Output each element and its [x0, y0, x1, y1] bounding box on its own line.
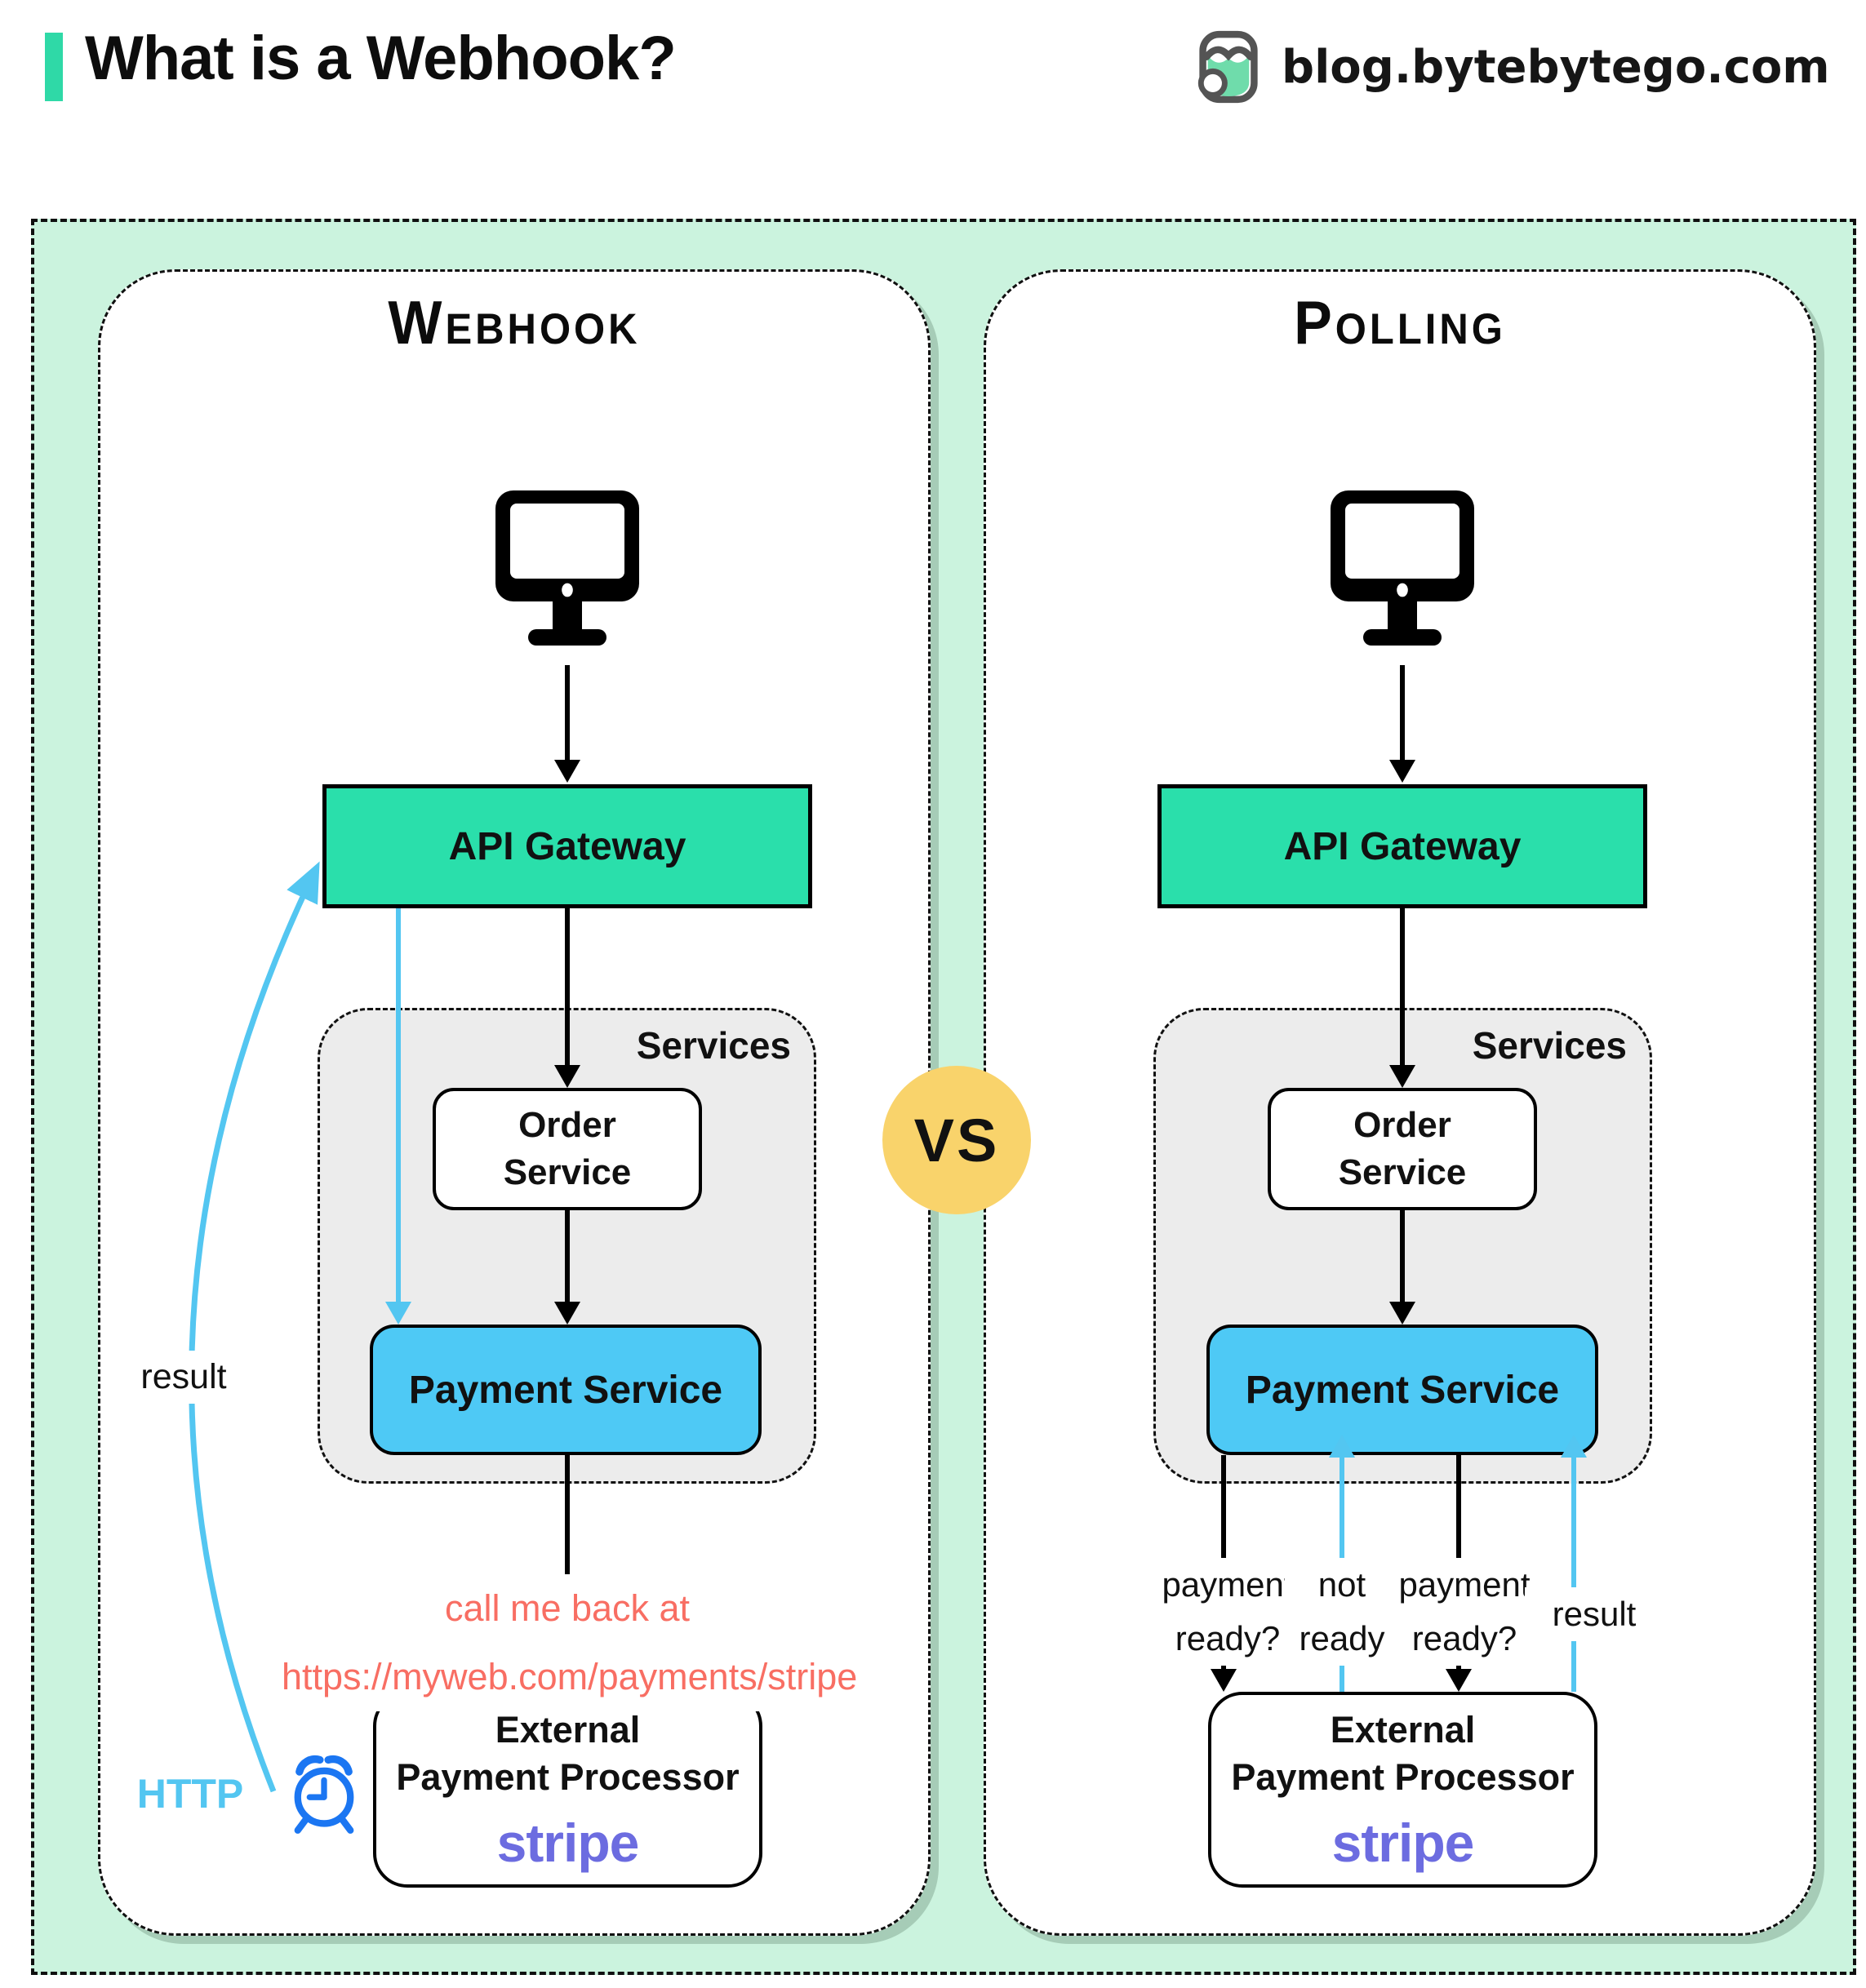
arrow-payment-to-external	[565, 1455, 570, 1671]
poll-query1-label: payment ready?	[1154, 1558, 1301, 1666]
order-service-node: Order Service	[433, 1088, 702, 1210]
poll-notready-label: not ready	[1285, 1558, 1399, 1666]
callback-line2: https://myweb.com/payments/stripe	[282, 1656, 858, 1697]
desktop-client-icon	[495, 490, 639, 646]
arrow-order-to-payment	[1400, 1210, 1405, 1303]
order-service-line1: Order	[1353, 1104, 1451, 1145]
services-group-label: Services	[636, 1024, 791, 1067]
external-processor-node: External Payment Processor stripe	[1208, 1692, 1597, 1888]
external-line2: Payment Processor	[396, 1755, 740, 1798]
order-service-line1: Order	[518, 1104, 616, 1145]
result-label: result	[118, 1351, 249, 1404]
api-gateway-node: API Gateway	[322, 784, 812, 908]
stripe-logo-text: stripe	[1331, 1813, 1475, 1874]
services-group-label: Services	[1472, 1024, 1627, 1067]
arrow-order-to-payment	[565, 1210, 570, 1303]
arrow-gateway-to-order	[1400, 908, 1405, 1067]
payment-service-node: Payment Service	[1206, 1325, 1598, 1455]
external-line2: Payment Processor	[1231, 1755, 1575, 1798]
polling-panel-title: Polling	[1294, 287, 1506, 357]
site-url: blog.bytebytego.com	[1282, 40, 1830, 94]
api-gateway-node: API Gateway	[1157, 784, 1647, 908]
webhook-panel: Webhook API Gateway Services Order Servi…	[98, 269, 931, 1936]
poll-query1-line2: ready?	[1175, 1619, 1281, 1657]
page-title: What is a Webhook?	[85, 24, 677, 93]
poll-query2-label: payment ready?	[1391, 1558, 1538, 1666]
external-line1: External	[1330, 1709, 1476, 1751]
title-accent-bar	[45, 33, 63, 101]
http-label: HTTP	[125, 1770, 255, 1817]
webhook-panel-title: Webhook	[388, 287, 641, 357]
result-curve-arrow	[189, 861, 320, 1793]
poll-notready-line1: not	[1317, 1565, 1366, 1604]
brand: blog.bytebytego.com	[1193, 29, 1830, 104]
arrow-client-to-gateway	[565, 665, 570, 761]
callback-line1: call me back at	[444, 1587, 691, 1629]
alarm-clock-icon	[294, 1755, 354, 1834]
polling-panel: Polling API Gateway Services Order Servi…	[984, 269, 1816, 1936]
arrow-result-response	[1571, 1456, 1576, 1692]
callback-annotation: call me back at https://myweb.com/paymen…	[282, 1574, 858, 1711]
external-line1: External	[495, 1709, 641, 1751]
payment-service-node: Payment Service	[370, 1325, 762, 1455]
arrow-gateway-to-payment-blue	[396, 908, 401, 1303]
stripe-logo-text: stripe	[496, 1813, 640, 1874]
desktop-client-icon	[1331, 490, 1474, 646]
arrow-gateway-to-order	[565, 908, 570, 1067]
arrow-client-to-gateway	[1400, 665, 1405, 761]
order-service-line2: Service	[1338, 1152, 1467, 1192]
order-service-line2: Service	[503, 1152, 632, 1192]
external-processor-node: External Payment Processor stripe	[373, 1692, 762, 1888]
poll-query1-line1: payment	[1162, 1565, 1294, 1604]
poll-query2-line1: payment	[1398, 1565, 1531, 1604]
order-service-node: Order Service	[1268, 1088, 1537, 1210]
poll-result-label: result	[1525, 1587, 1664, 1641]
bytebytego-logo-icon	[1197, 30, 1258, 104]
vs-badge: VS	[882, 1066, 1031, 1214]
poll-query2-line2: ready?	[1411, 1619, 1517, 1657]
poll-notready-line2: ready	[1299, 1619, 1385, 1657]
